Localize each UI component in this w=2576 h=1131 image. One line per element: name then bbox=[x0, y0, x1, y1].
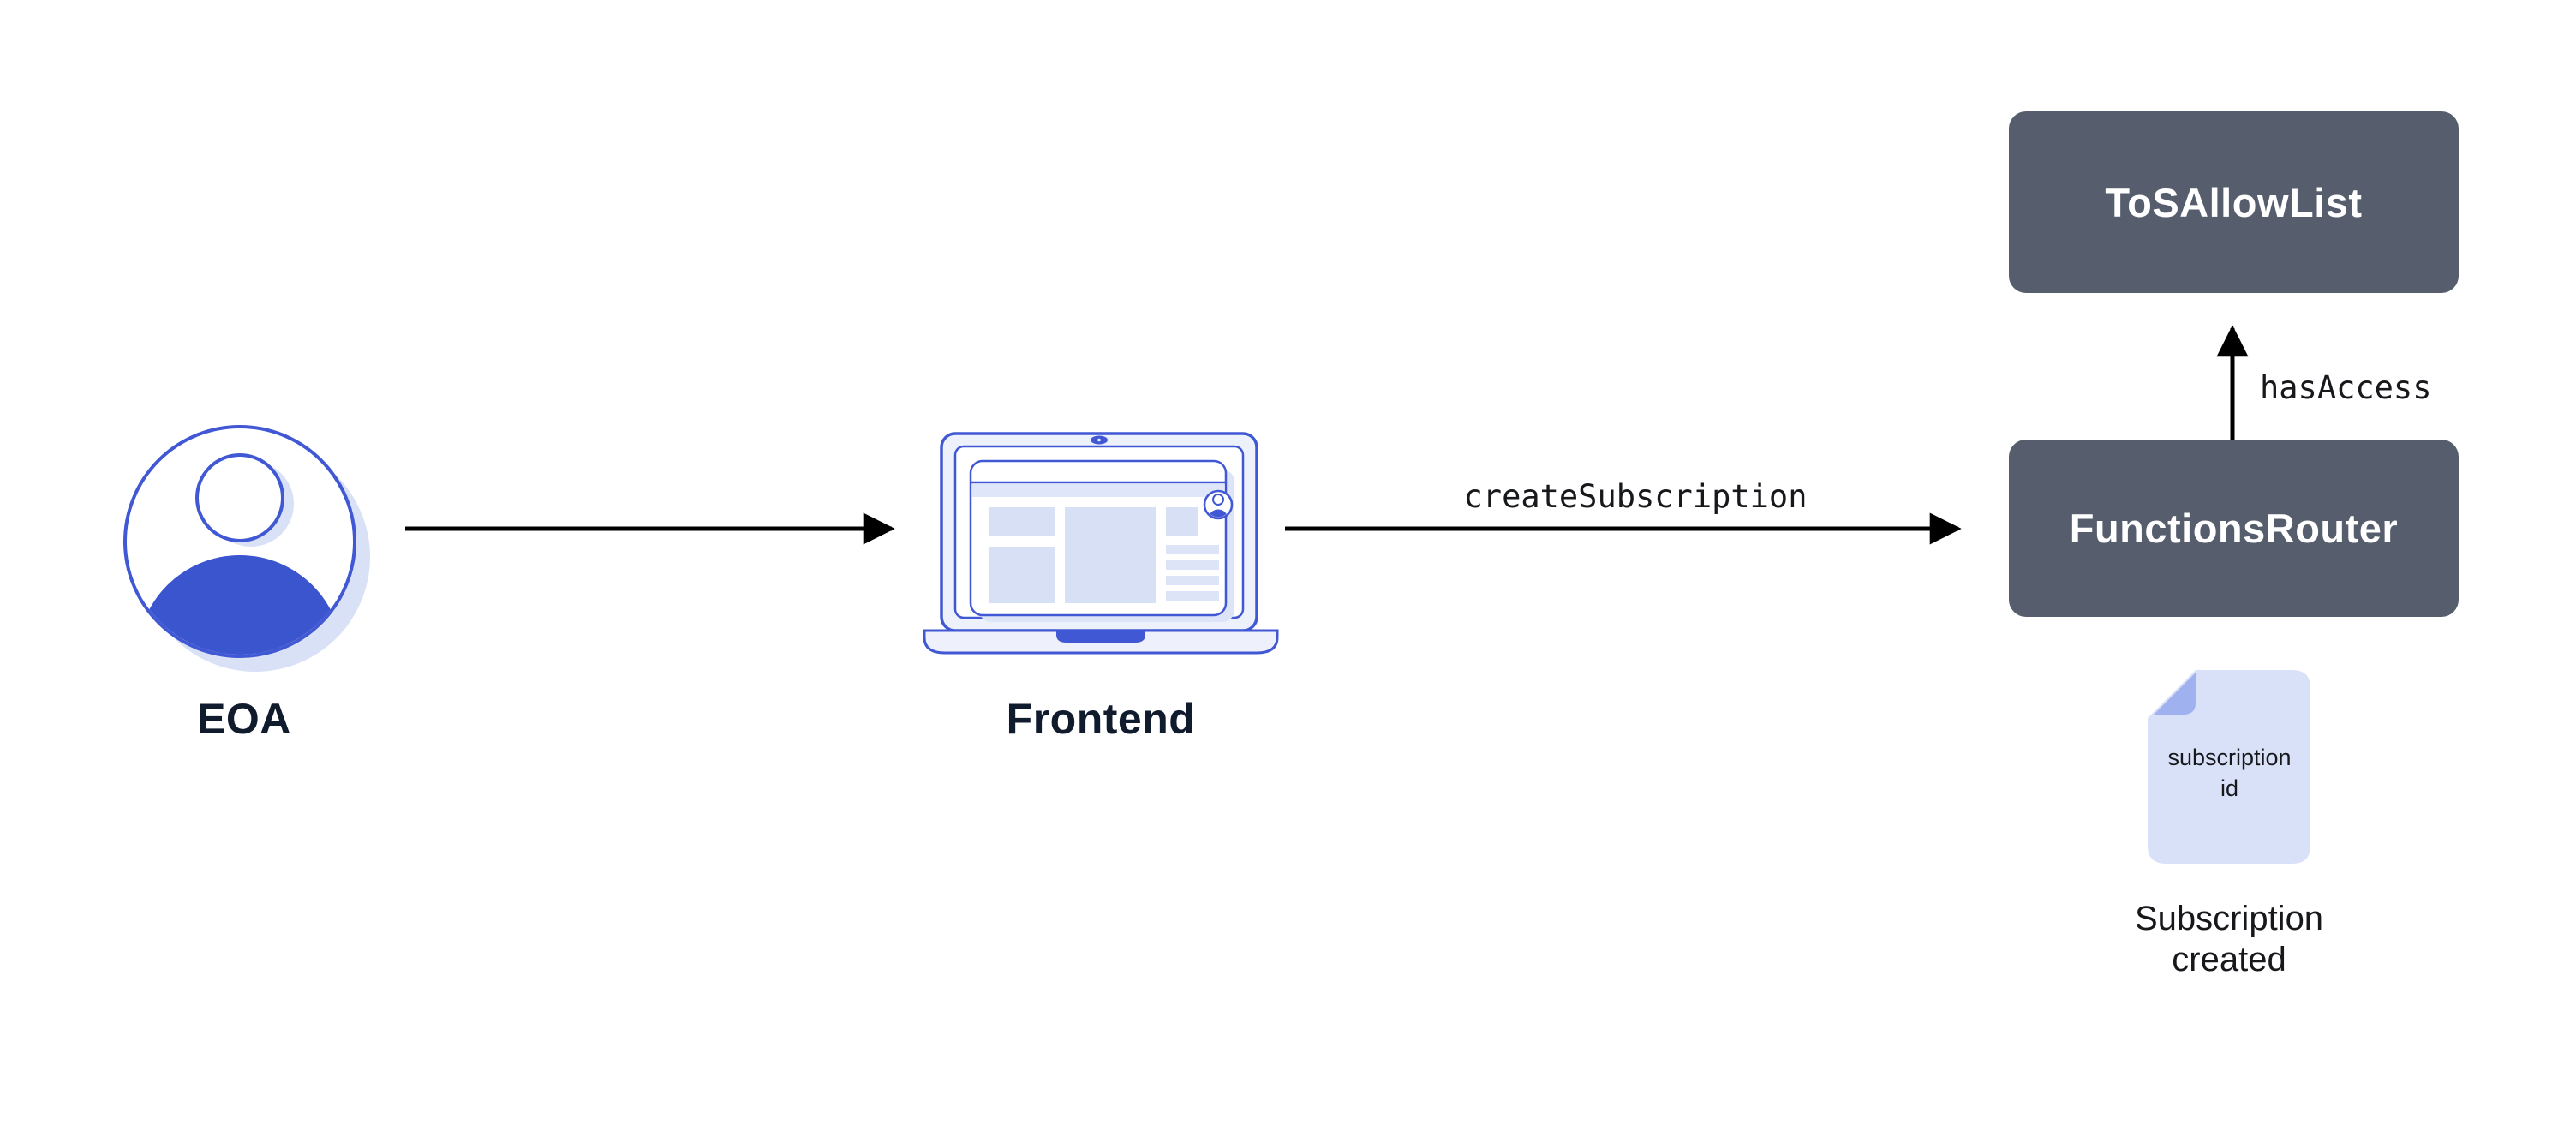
document-icon bbox=[2148, 670, 2310, 864]
laptop-icon bbox=[923, 432, 1279, 655]
node-frontend-label: Frontend bbox=[1006, 695, 1196, 743]
node-eoa-label: EOA bbox=[197, 695, 291, 743]
edge-label-has-access: hasAccess bbox=[2260, 369, 2432, 406]
node-functions-router-label: FunctionsRouter bbox=[2069, 506, 2399, 551]
document-text: subscription id bbox=[2167, 745, 2292, 802]
edge-label-create-subscription: createSubscription bbox=[1463, 478, 1808, 515]
node-tos-allow-list: ToSAllowList bbox=[2009, 111, 2459, 293]
subscription-created-caption: Subscription created bbox=[2134, 900, 2324, 978]
node-tos-allow-list-label: ToSAllowList bbox=[2105, 179, 2363, 225]
node-functions-router: FunctionsRouter bbox=[2009, 440, 2459, 617]
user-avatar-icon bbox=[123, 425, 370, 672]
